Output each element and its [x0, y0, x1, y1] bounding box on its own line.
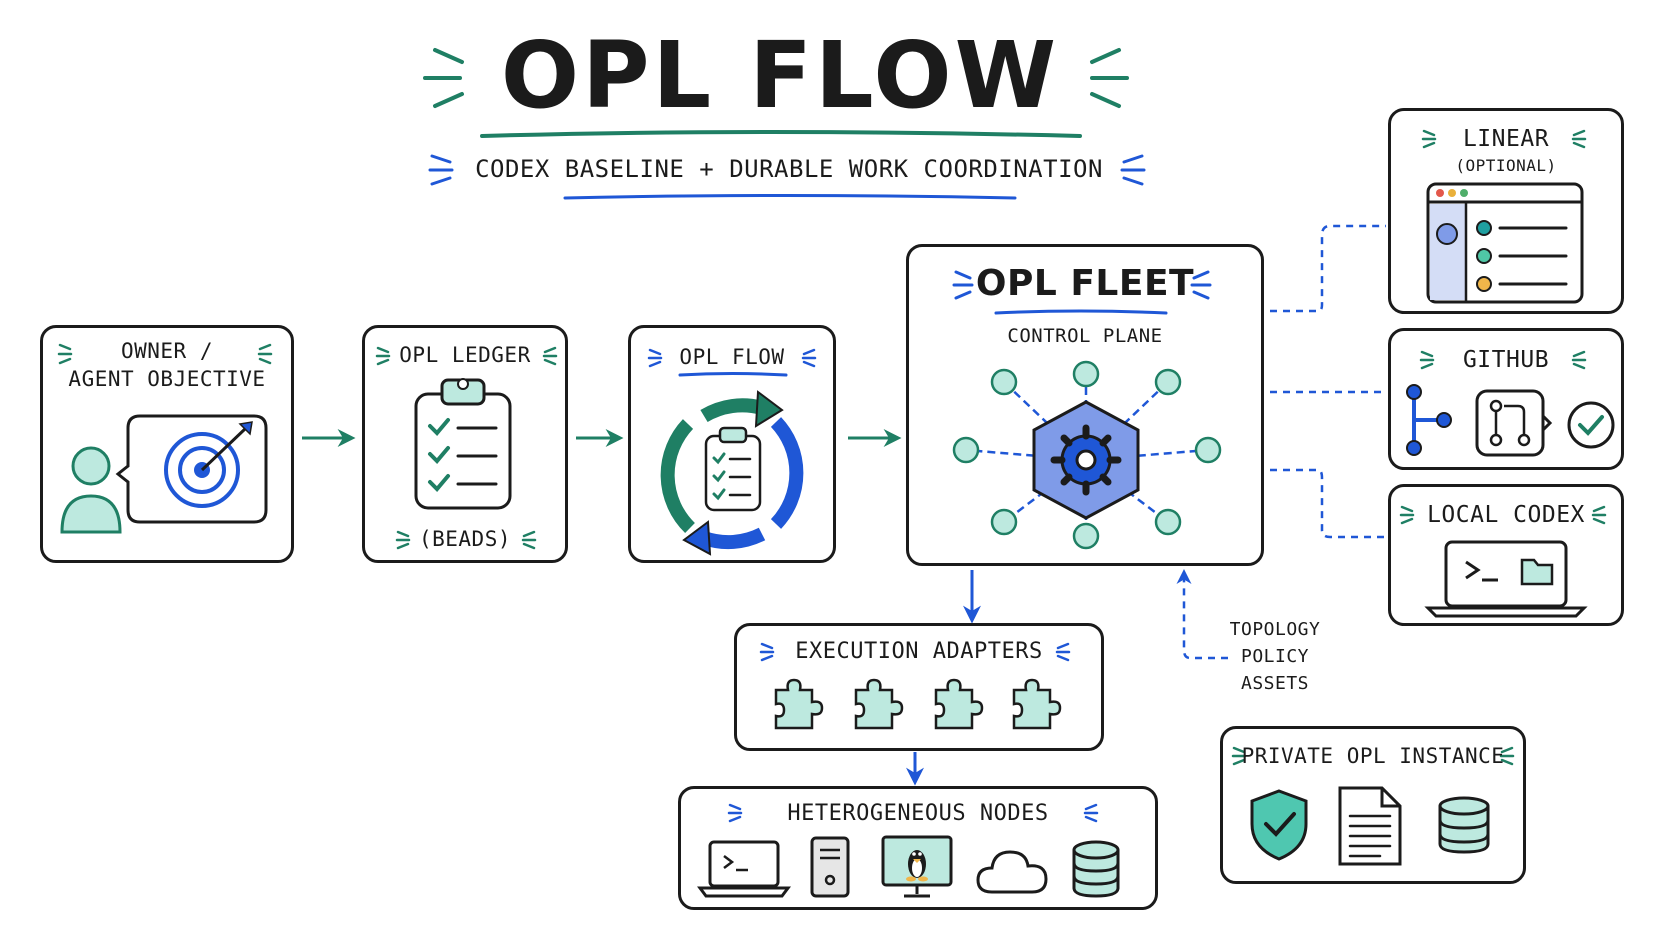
- title-accent-right: [1090, 48, 1129, 108]
- owner-title-line1: OWNER /: [120, 339, 213, 363]
- owner-title-line2: AGENT OBJECTIVE: [68, 367, 266, 391]
- shield-check-icon: [1250, 789, 1308, 861]
- subtitle-accent-right: [1120, 154, 1146, 186]
- storage-database-icon: [1438, 796, 1490, 854]
- private-title: PRIVATE OPL INSTANCE: [1241, 744, 1505, 768]
- cloud-icon: [976, 850, 1048, 894]
- cycle-arrows-icon: [660, 390, 804, 556]
- linear-subtitle: (OPTIONAL): [1455, 156, 1557, 175]
- hetero-title: HETEROGENEOUS NODES: [787, 801, 1049, 826]
- hub-network-icon: [952, 360, 1222, 550]
- linear-title: LINEAR: [1462, 126, 1550, 152]
- feedback-label-topology: TOPOLOGY: [1229, 619, 1321, 640]
- subtitle-accent-left: [428, 154, 454, 186]
- local-codex-title: LOCAL CODEX: [1427, 502, 1585, 528]
- flow-title: OPL FLOW: [679, 345, 785, 369]
- app-window-icon: [1426, 182, 1584, 304]
- connector-fleet-localcodex: [1270, 468, 1386, 539]
- puzzle-pieces-icons: [774, 678, 1062, 730]
- title-accent-left: [423, 48, 464, 108]
- database-icon: [1072, 840, 1120, 898]
- fleet-title: OPL FLEET: [975, 263, 1195, 304]
- clipboard-icon: [414, 378, 512, 510]
- connector-fleet-linear: [1270, 224, 1386, 313]
- document-icon: [1338, 786, 1402, 866]
- laptop-icon: [697, 840, 791, 898]
- fleet-subtitle: CONTROL PLANE: [1007, 325, 1163, 347]
- execution-title: EXECUTION ADAPTERS: [795, 639, 1043, 664]
- subtitle-underline: [563, 194, 1017, 200]
- laptop-terminal-icon: [1424, 540, 1588, 618]
- arrow-feedback-to-fleet: [1176, 569, 1228, 660]
- person-icon: [60, 446, 122, 534]
- ledger-caption: (BEADS): [418, 527, 511, 551]
- branch-icon: [1406, 384, 1452, 456]
- check-circle-icon: [1567, 401, 1615, 449]
- title-underline: [480, 130, 1082, 138]
- ledger-title: OPL LEDGER: [399, 343, 531, 367]
- feedback-label-assets: ASSETS: [1240, 673, 1310, 694]
- feedback-label-policy: POLICY: [1240, 646, 1310, 667]
- pull-request-icon: [1475, 389, 1553, 457]
- page-subtitle: CODEX BASELINE + DURABLE WORK COORDINATI…: [475, 155, 1103, 183]
- github-title: GITHUB: [1462, 347, 1550, 373]
- page-title: OPL FLOW: [500, 22, 1060, 129]
- server-tower-icon: [810, 836, 850, 898]
- linux-monitor-icon: [881, 835, 953, 898]
- target-icon: [164, 421, 253, 508]
